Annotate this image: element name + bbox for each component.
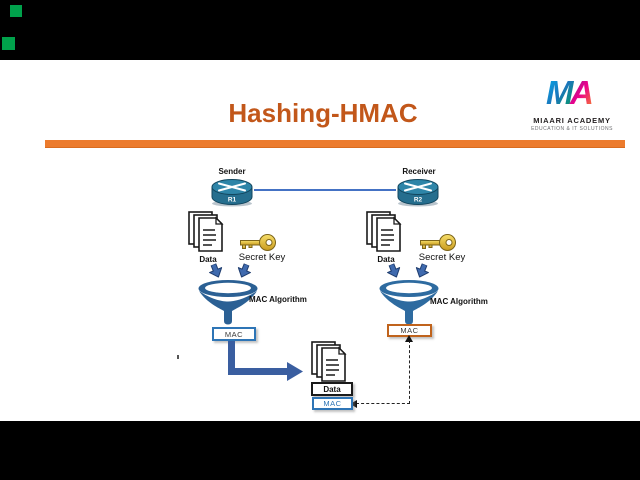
message-data-label: Data	[323, 384, 341, 394]
document-stack-icon	[366, 211, 402, 252]
message-mac-box: MAC	[312, 397, 353, 410]
document-stack-icon	[188, 211, 224, 252]
logo-letter-m: M	[546, 74, 575, 110]
network-link-line	[254, 189, 396, 191]
down-arrow-icon	[208, 262, 223, 278]
funnel-icon	[379, 280, 439, 325]
flow-arrow-icon	[228, 341, 303, 381]
video-artifact	[10, 5, 22, 17]
logo-name: MIAARI ACADEMY	[533, 116, 611, 125]
receiver-secret-key-label: Secret Key	[418, 252, 466, 263]
logo-tagline: EDUCATION & IT SOLUTIONS	[531, 126, 613, 132]
receiver-label: Receiver	[402, 167, 436, 176]
stray-mark	[177, 355, 179, 359]
dashed-connector-vertical	[409, 340, 410, 404]
page-title: Hashing-HMAC	[228, 98, 418, 128]
message-data-box: Data	[311, 382, 353, 396]
down-arrow-icon	[415, 262, 430, 278]
left-arrowhead-icon	[350, 400, 357, 408]
sender-data-label: Data	[199, 255, 217, 264]
sender-secret-key-label: Secret Key	[238, 252, 286, 263]
video-artifact	[2, 37, 15, 50]
logo-monogram-icon: M A	[546, 74, 594, 111]
document-stack-icon	[311, 341, 347, 382]
logo-letter-a: A	[569, 74, 594, 110]
sender-mac-algorithm-label: MAC Algorithm	[249, 295, 307, 304]
router-r2-label: R2	[414, 197, 423, 204]
receiver-data-label: Data	[377, 255, 395, 264]
router-r1-label: R1	[228, 197, 237, 204]
sender-label: Sender	[218, 167, 246, 176]
receiver-mac-algorithm-label: MAC Algorithm	[430, 297, 488, 306]
message-mac-label: MAC	[323, 399, 342, 408]
secret-key-icon	[420, 234, 456, 251]
receiver-mac-output-label: MAC	[400, 326, 419, 335]
router-icon: R2	[397, 179, 439, 207]
up-arrowhead-icon	[405, 335, 413, 342]
sender-mac-output-box: MAC	[212, 327, 256, 341]
funnel-icon	[198, 280, 258, 325]
down-arrow-icon	[386, 262, 401, 278]
router-icon: R1	[211, 179, 253, 207]
dashed-connector-horizontal	[356, 403, 410, 404]
down-arrow-icon	[237, 262, 252, 278]
sender-mac-output-label: MAC	[224, 329, 244, 339]
miaari-academy-logo: M A MIAARI ACADEMY EDUCATION & IT SOLUTI…	[520, 74, 624, 132]
title-divider	[45, 140, 625, 148]
secret-key-icon	[240, 234, 276, 251]
